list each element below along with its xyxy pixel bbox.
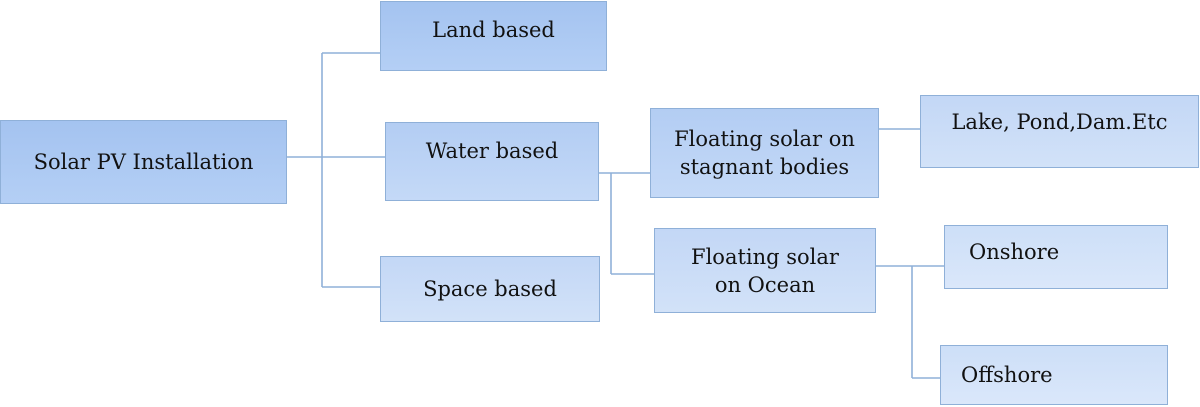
node-label: Land based <box>432 18 555 42</box>
node-label: Onshore <box>969 240 1060 264</box>
node-solar-pv-installation: Solar PV Installation <box>0 120 287 204</box>
node-offshore: Offshore <box>940 345 1168 405</box>
node-floating-solar-ocean: Floating solar on Ocean <box>654 228 876 313</box>
node-label: Floating solar on Ocean <box>691 244 839 297</box>
node-label: Offshore <box>961 363 1053 387</box>
node-space-based: Space based <box>380 256 600 322</box>
node-water-based: Water based <box>385 122 599 201</box>
node-label: Space based <box>423 277 557 301</box>
node-lake-pond-dam: Lake, Pond,Dam.Etc <box>920 95 1199 168</box>
node-label: Lake, Pond,Dam.Etc <box>951 110 1168 134</box>
node-label: Solar PV Installation <box>33 150 254 174</box>
node-floating-solar-stagnant: Floating solar on stagnant bodies <box>650 108 879 198</box>
node-onshore: Onshore <box>944 225 1168 289</box>
node-land-based: Land based <box>380 1 607 71</box>
node-label: Water based <box>425 139 559 163</box>
node-label: Floating solar on stagnant bodies <box>674 127 855 179</box>
